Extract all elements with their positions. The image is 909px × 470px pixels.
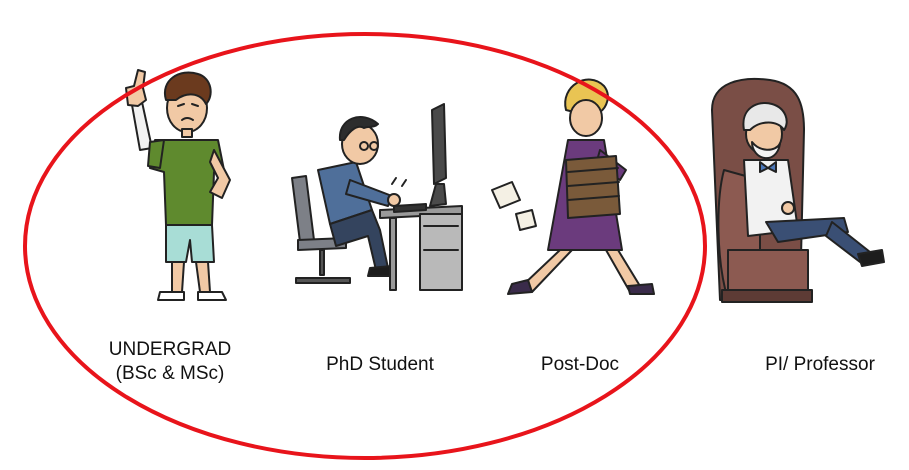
undergrad-figure-icon — [125, 69, 231, 301]
label-undergrad: UNDERGRAD (BSc & MSc) — [100, 338, 240, 386]
professor-in-armchair-icon — [711, 77, 885, 303]
label-undergrad-line-1: UNDERGRAD — [108, 339, 232, 360]
postdoc-running-with-papers-icon — [491, 78, 655, 295]
label-postdoc-text: Post-Doc — [540, 354, 620, 375]
label-phd-student: PhD Student — [300, 353, 460, 377]
label-phd-student-text: PhD Student — [326, 354, 434, 375]
phd-student-at-desk-icon — [291, 103, 463, 291]
label-undergrad-line-2: (BSc & MSc) — [115, 362, 225, 384]
highlight-ellipse — [23, 32, 707, 460]
label-professor: PI/ Professor — [745, 353, 895, 377]
label-professor-text: PI/ Professor — [765, 354, 875, 375]
label-postdoc: Post-Doc — [510, 353, 650, 377]
